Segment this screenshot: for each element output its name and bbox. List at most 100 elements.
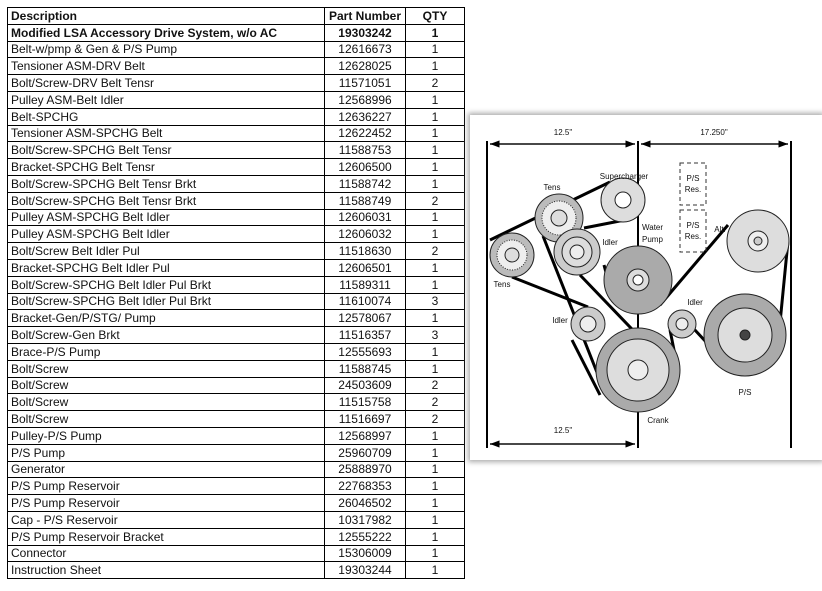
cell-description: Instruction Sheet (7, 561, 325, 580)
cell-part-number: 19303242 (324, 23, 406, 42)
idler-right-label: Idler (687, 298, 703, 307)
idler-right-pulley (667, 309, 697, 339)
cell-description: Belt-SPCHG (7, 107, 325, 126)
cell-description: Brace-P/S Pump (7, 342, 325, 361)
cell-part-number: 11571051 (324, 74, 406, 92)
cell-part-number: 12616673 (324, 40, 406, 59)
cell-description: Bolt/Screw-SPCHG Belt Tensr (7, 141, 325, 160)
header-description: Description (7, 7, 325, 25)
cell-qty: 2 (405, 393, 465, 412)
cell-part-number: 11588745 (324, 359, 406, 378)
cell-qty: 1 (405, 90, 465, 109)
dim-bottom-label: 12.5" (554, 426, 573, 435)
cell-qty: 1 (405, 510, 465, 529)
idler-lower-pulley (570, 306, 606, 342)
cell-description: Bolt/Screw (7, 376, 325, 395)
idler-upper-pulley (553, 228, 601, 276)
cell-part-number: 11516357 (324, 326, 406, 344)
cell-part-number: 10317982 (324, 510, 406, 529)
ps-res-1-label-b: Res. (685, 185, 701, 194)
cell-qty: 1 (405, 443, 465, 462)
cell-qty: 1 (405, 309, 465, 328)
cell-part-number: 26046502 (324, 494, 406, 512)
cell-qty: 1 (405, 527, 465, 546)
cell-qty: 1 (405, 275, 465, 294)
cell-part-number: 11588742 (324, 174, 406, 193)
water-pump-pulley (603, 245, 673, 315)
cell-qty: 1 (405, 225, 465, 244)
cell-qty: 1 (405, 494, 465, 512)
cell-description: Cap - P/S Reservoir (7, 510, 325, 529)
cell-qty: 1 (405, 460, 465, 479)
cell-description: Tensioner ASM-DRV Belt (7, 57, 325, 76)
idler-upper-label: Idler (602, 238, 618, 247)
belt-routing-diagram: 12.5" 17.250" 12.5" Supercharger Tens Te… (470, 115, 822, 460)
table-header-row: Description Part Number QTY (7, 7, 465, 25)
cell-part-number: 12628025 (324, 57, 406, 76)
cell-description: Bolt/Screw-SPCHG Belt Idler Pul Brkt (7, 275, 325, 294)
cell-description: Modified LSA Accessory Drive System, w/o… (7, 23, 325, 42)
cell-qty: 2 (405, 376, 465, 395)
cell-qty: 1 (405, 208, 465, 227)
cell-qty: 1 (405, 561, 465, 580)
ps-reservoir-outlines (679, 162, 707, 253)
cell-part-number: 12578067 (324, 309, 406, 328)
cell-part-number: 22768353 (324, 477, 406, 496)
ps-res-2-label-a: P/S (687, 221, 700, 230)
cell-description: Bracket-Gen/P/STG/ Pump (7, 309, 325, 328)
cell-qty: 3 (405, 326, 465, 344)
cell-description: P/S Pump Reservoir (7, 477, 325, 496)
cell-description: Bolt/Screw (7, 359, 325, 378)
cell-part-number: 11588749 (324, 191, 406, 210)
cell-description: Bolt/Screw-SPCHG Belt Tensr Brkt (7, 174, 325, 193)
cell-part-number: 15306009 (324, 544, 406, 563)
cell-qty: 1 (405, 477, 465, 496)
cell-part-number: 12568996 (324, 90, 406, 109)
cell-description: Bracket-SPCHG Belt Idler Pul (7, 258, 325, 277)
cell-qty: 1 (405, 141, 465, 160)
tens-left-label: Tens (494, 280, 511, 289)
cell-description: Bolt/Screw (7, 393, 325, 412)
table-body: Modified LSA Accessory Drive System, w/o… (7, 23, 465, 580)
alt-label: Alt. (714, 225, 726, 234)
cell-part-number: 12606032 (324, 225, 406, 244)
cell-part-number: 11516697 (324, 410, 406, 428)
cell-part-number: 12606500 (324, 158, 406, 176)
cell-description: Bolt/Screw (7, 410, 325, 428)
cell-description: Bolt/Screw-SPCHG Belt Idler Pul Brkt (7, 292, 325, 311)
cell-description: Tensioner ASM-SPCHG Belt (7, 124, 325, 143)
supercharger-pulley (600, 177, 646, 223)
cell-qty: 1 (405, 342, 465, 361)
cell-part-number: 24503609 (324, 376, 406, 395)
dim-top-left-label: 12.5" (554, 128, 573, 137)
cell-qty: 2 (405, 242, 465, 260)
crank-pulley (595, 327, 681, 413)
cell-description: Pulley ASM-SPCHG Belt Idler (7, 225, 325, 244)
cell-part-number: 12568997 (324, 426, 406, 445)
ps-res-2-label-b: Res. (685, 232, 701, 241)
cell-part-number: 11589311 (324, 275, 406, 294)
cell-part-number: 11515758 (324, 393, 406, 412)
cell-description: Bolt/Screw Belt Idler Pul (7, 242, 325, 260)
table-row: Modified LSA Accessory Drive System, w/o… (7, 23, 465, 42)
parts-table: Description Part Number QTY Modified LSA… (7, 7, 465, 580)
